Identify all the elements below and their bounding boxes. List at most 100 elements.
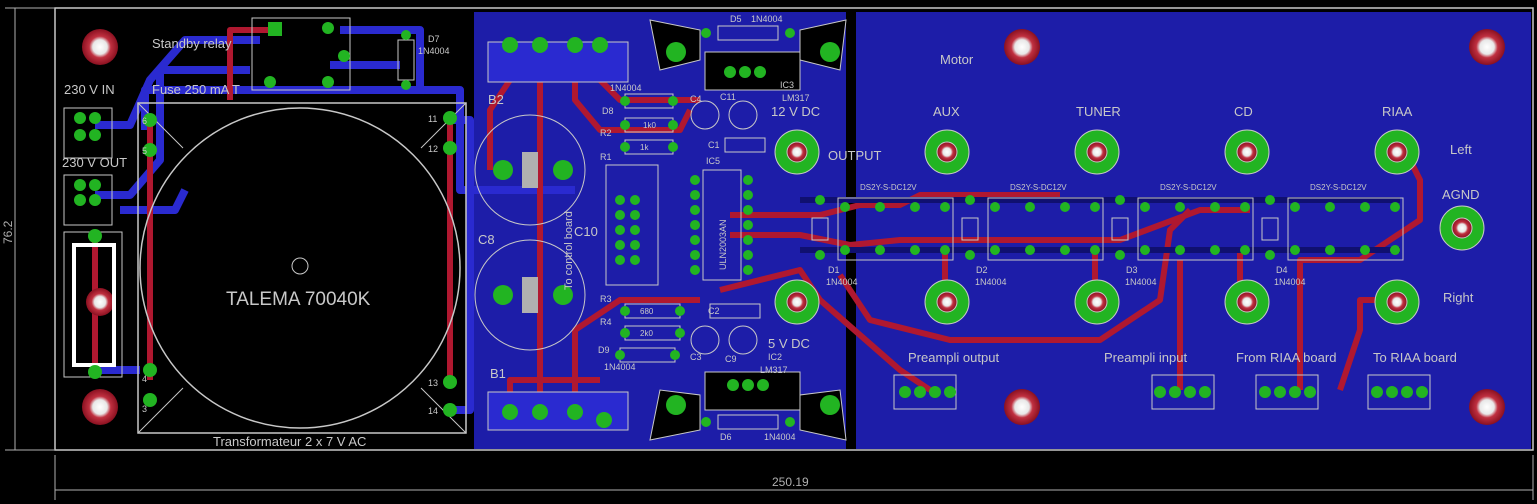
label-r4-val: 2k0 [640, 329, 653, 338]
mounting-hole [1469, 389, 1505, 425]
label-230-in: 230 V IN [64, 82, 115, 97]
capacitors-bulk [474, 114, 586, 351]
label-b1: B1 [490, 366, 506, 381]
label-preampli-output: Preampli output [908, 350, 999, 365]
label-transformer: TALEMA 70040K [226, 289, 371, 310]
header-connectors [893, 374, 1431, 410]
terminal-blocks [63, 107, 123, 379]
label-d7-part: 1N4004 [418, 46, 450, 56]
signal-relays [811, 197, 1404, 261]
label-ic3: IC3 [780, 80, 794, 90]
label-pin-6: 6 [142, 116, 147, 126]
label-tuner: TUNER [1076, 104, 1121, 119]
label-d8: D8 [602, 106, 614, 116]
label-d1: D1 [828, 265, 840, 275]
agnd-terminal [1439, 205, 1485, 251]
label-d4-part: 1N4004 [1274, 277, 1306, 287]
rca-aux-right [924, 279, 970, 325]
label-b2: B2 [488, 92, 504, 107]
label-pin-12: 12 [428, 144, 438, 154]
label-r1: R1 [600, 152, 612, 162]
label-d4: D4 [1276, 265, 1288, 275]
label-d6-part: 1N4004 [764, 432, 796, 442]
label-c10: C10 [574, 224, 598, 239]
label-pin-5: 5 [142, 146, 147, 156]
label-230-out: 230 V OUT [62, 155, 127, 170]
label-cd: CD [1234, 104, 1253, 119]
label-pin-4: 4 [142, 374, 147, 384]
ic5-uln2003 [690, 169, 753, 281]
label-5vdc: 5 V DC [768, 336, 810, 351]
label-d2: D2 [976, 265, 988, 275]
label-output: OUTPUT [828, 148, 882, 163]
label-pin-11: 11 [428, 114, 437, 124]
rca-output-right [774, 279, 820, 325]
mounting-hole [1469, 29, 1505, 65]
heatsink-bottom [649, 371, 847, 441]
rca-output-left [774, 129, 820, 175]
label-ic2: IC2 [768, 352, 782, 362]
label-d5: D5 [730, 14, 742, 24]
label-lm317-bot: LM317 [760, 365, 788, 375]
label-r2: R2 [600, 128, 612, 138]
rca-aux-left [924, 129, 970, 175]
mounting-hole [1004, 389, 1040, 425]
label-12vdc: 12 V DC [771, 104, 820, 119]
label-right: Right [1443, 290, 1474, 305]
rca-riaa-right [1374, 279, 1420, 325]
label-r3-val: 680 [640, 307, 654, 316]
rca-tuner-right [1074, 279, 1120, 325]
mounting-hole [82, 29, 118, 65]
input-section-pour [856, 12, 1531, 449]
label-preampli-input: Preampli input [1104, 350, 1187, 365]
label-control-board: To control board [563, 211, 575, 290]
bridge-rectifiers [487, 37, 629, 431]
label-riaa: RIAA [1382, 104, 1413, 119]
label-relay-part-3: DS2Y-S-DC12V [1160, 183, 1217, 192]
rca-cd-right [1224, 279, 1270, 325]
label-relay-part-2: DS2Y-S-DC12V [1010, 183, 1067, 192]
label-c2: C2 [708, 306, 720, 316]
mounting-hole [86, 288, 114, 316]
control-connector [605, 164, 659, 286]
label-r3: R3 [600, 294, 612, 304]
label-pin-14: 14 [428, 406, 438, 416]
label-r2-val: 1k0 [643, 121, 656, 130]
label-ic5: IC5 [706, 156, 720, 166]
label-left: Left [1450, 142, 1472, 157]
relay-pads [815, 195, 1400, 260]
label-pin-3: 3 [142, 404, 147, 414]
label-c4: C4 [690, 94, 702, 104]
label-d6: D6 [720, 432, 732, 442]
label-motor: Motor [940, 52, 974, 67]
rca-tuner-left [1074, 129, 1120, 175]
label-d9: D9 [598, 345, 610, 355]
label-fuse: Fuse 250 mA T [152, 82, 240, 97]
label-relay-part-4: DS2Y-S-DC12V [1310, 183, 1367, 192]
label-standby-relay: Standby relay [152, 36, 232, 51]
label-c1: C1 [708, 140, 720, 150]
label-c9: C9 [725, 354, 737, 364]
label-d8-part: 1N4004 [610, 83, 642, 93]
rca-riaa-left [1374, 129, 1420, 175]
rca-jacks [774, 129, 1485, 325]
label-r4: R4 [600, 317, 612, 327]
standby-relay [251, 17, 351, 91]
label-d9-part: 1N4004 [604, 362, 636, 372]
mounting-hole [1004, 29, 1040, 65]
label-r1-val: 1k [640, 143, 649, 152]
label-uln: ULN2003AN [718, 219, 728, 270]
label-to-riaa: To RIAA board [1373, 350, 1457, 365]
label-lm317-top: LM317 [782, 93, 810, 103]
label-d3-part: 1N4004 [1125, 277, 1157, 287]
label-c8: C8 [478, 232, 495, 247]
label-aux: AUX [933, 104, 960, 119]
small-pads [401, 28, 840, 427]
transformer [137, 102, 467, 434]
label-d5-part: 1N4004 [751, 14, 783, 24]
label-d7: D7 [428, 34, 440, 44]
label-d1-part: 1N4004 [826, 277, 858, 287]
dimension-lines [5, 7, 1534, 500]
label-agnd: AGND [1442, 187, 1480, 202]
